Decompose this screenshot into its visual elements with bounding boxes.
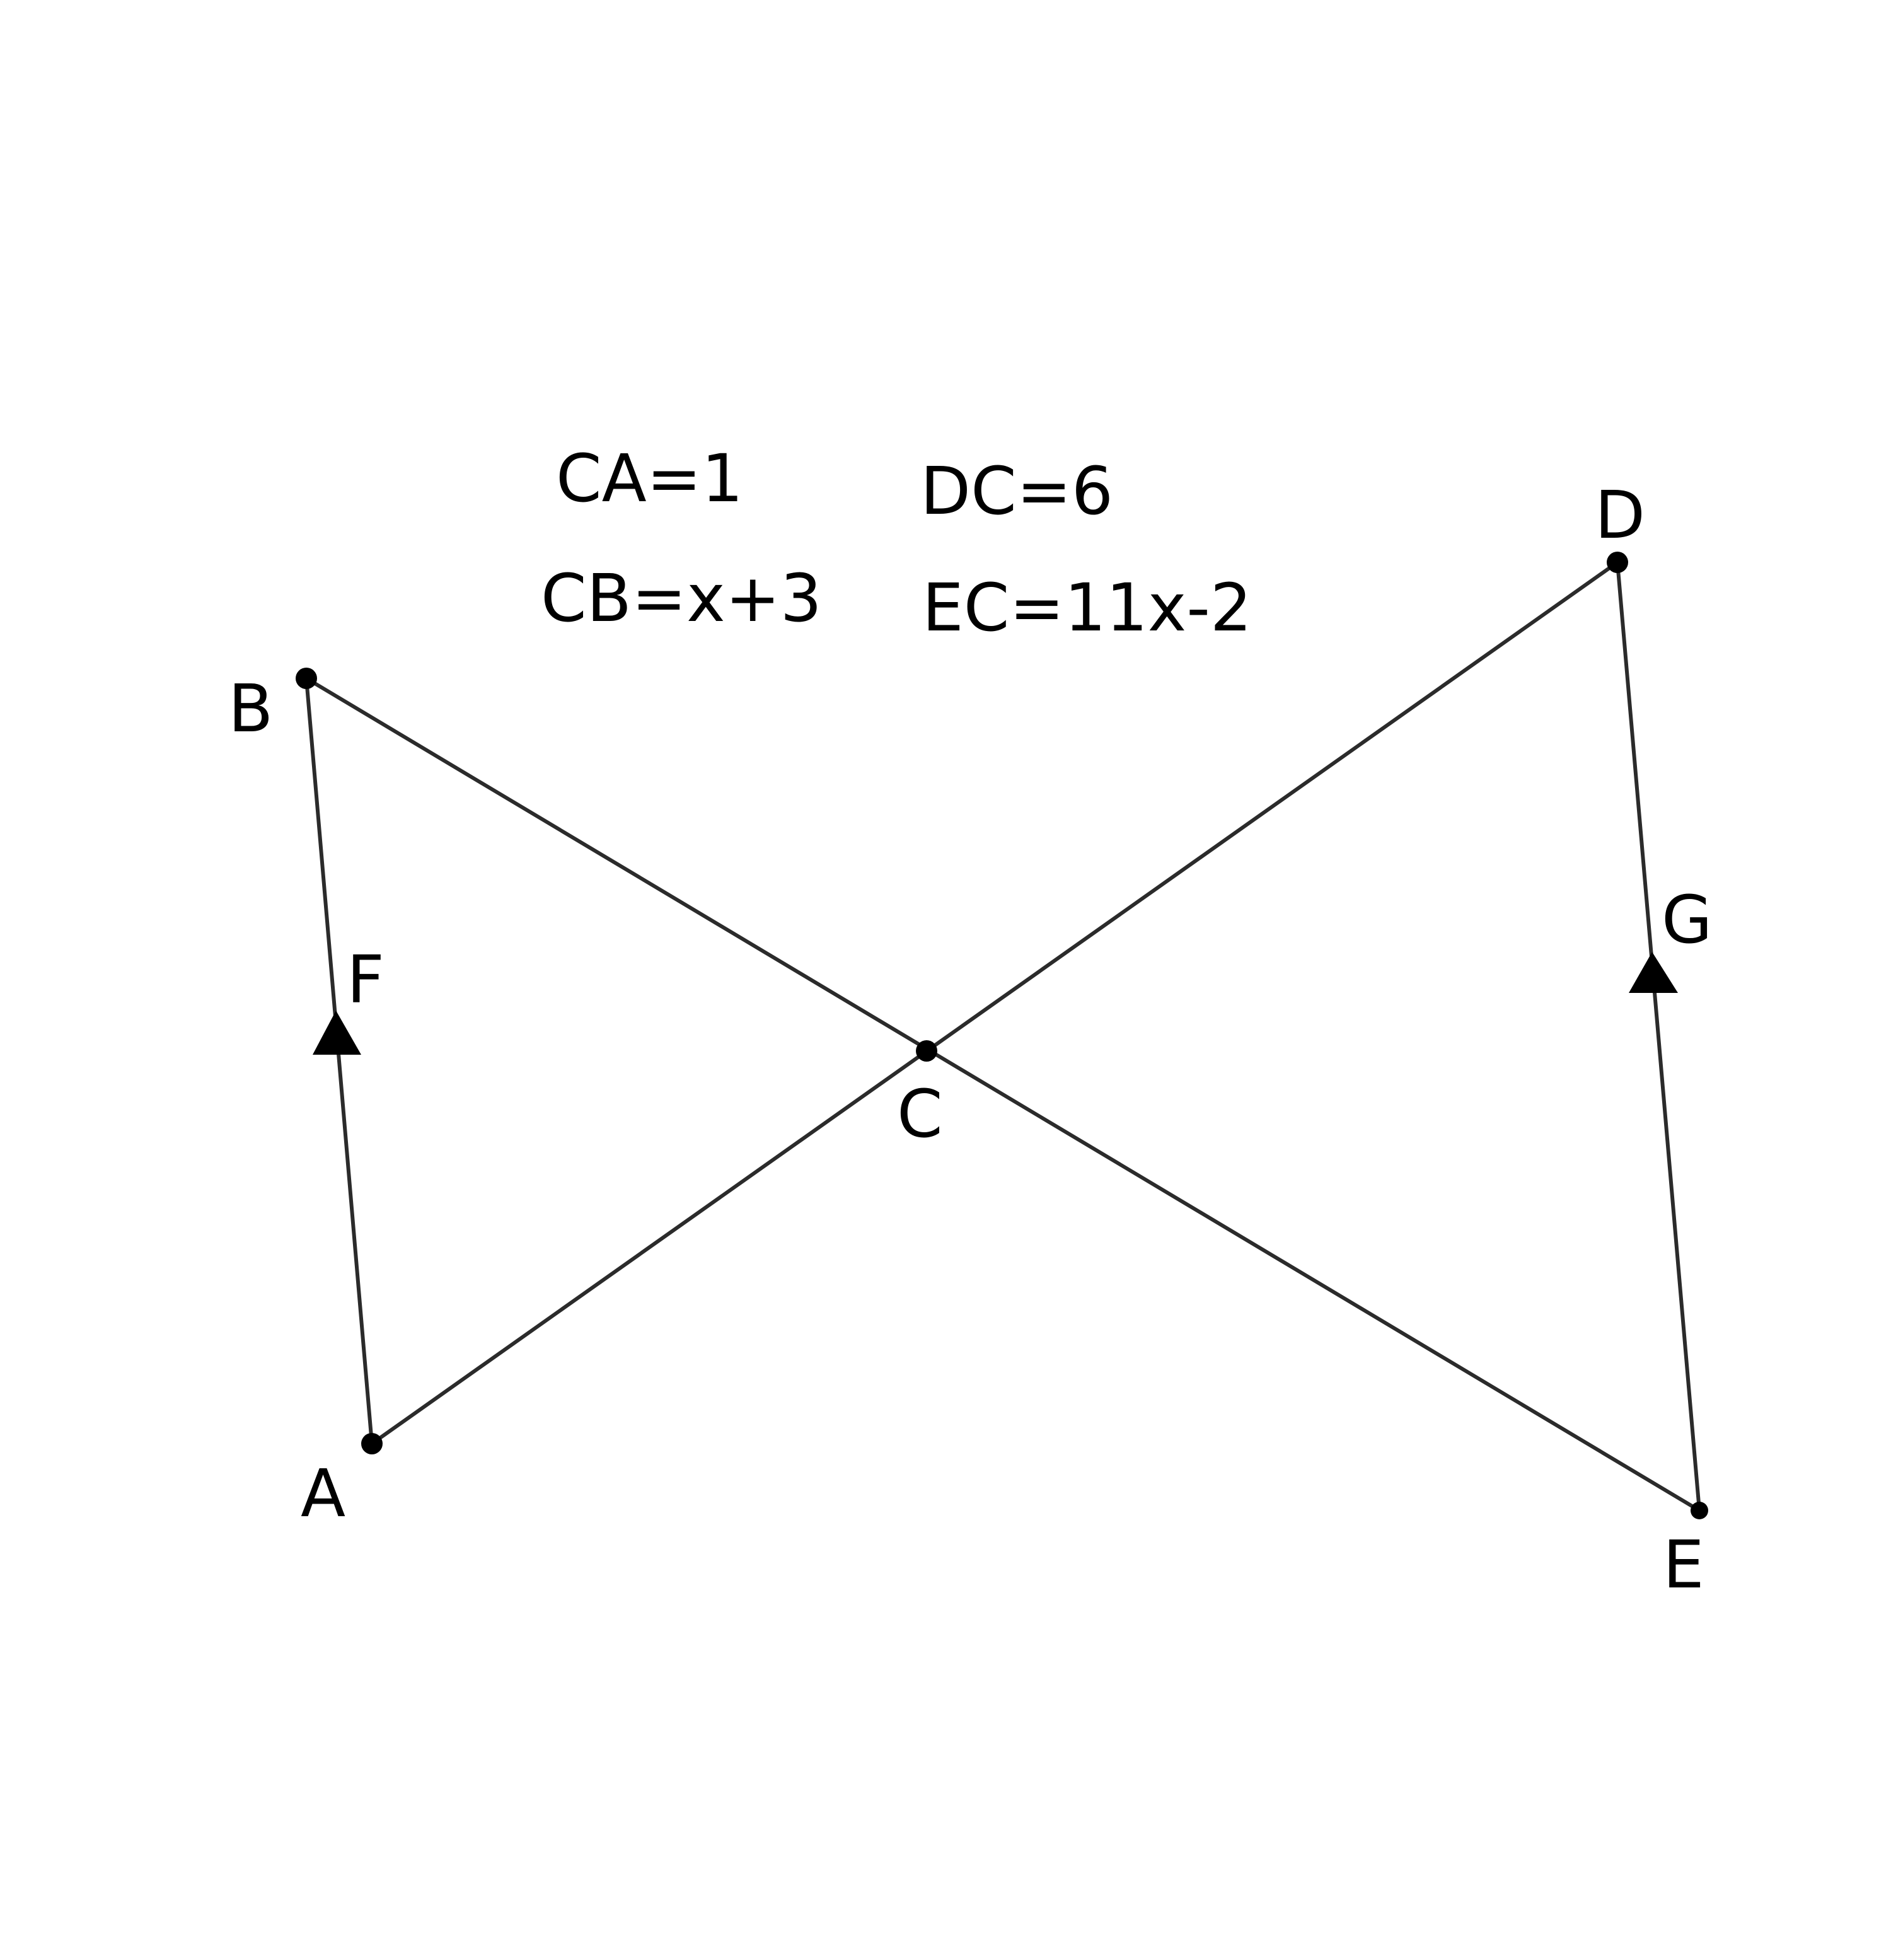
equation-dc: DC=6 xyxy=(920,453,1113,530)
label-a: A xyxy=(301,1455,345,1532)
point-e xyxy=(1691,1502,1708,1519)
label-c: C xyxy=(897,1076,943,1152)
arrow-f-marker xyxy=(313,1011,361,1055)
point-d xyxy=(1607,552,1628,573)
label-g: G xyxy=(1662,881,1713,958)
label-f: F xyxy=(347,941,385,1018)
label-e: E xyxy=(1663,1526,1704,1603)
point-b xyxy=(296,668,317,689)
segment-ab xyxy=(304,676,374,1446)
segment-ad xyxy=(370,560,1619,1446)
point-a xyxy=(361,1433,383,1454)
arrow-g-marker xyxy=(1629,952,1678,993)
equation-cb: CB=x+3 xyxy=(541,560,822,637)
label-d: D xyxy=(1595,477,1645,554)
equation-ca: CA=1 xyxy=(556,440,743,517)
segment-be xyxy=(304,676,1701,1512)
segment-de xyxy=(1616,560,1701,1512)
equation-ec: EC=11x-2 xyxy=(922,569,1252,646)
point-c xyxy=(916,1040,937,1062)
label-b: B xyxy=(228,670,273,747)
